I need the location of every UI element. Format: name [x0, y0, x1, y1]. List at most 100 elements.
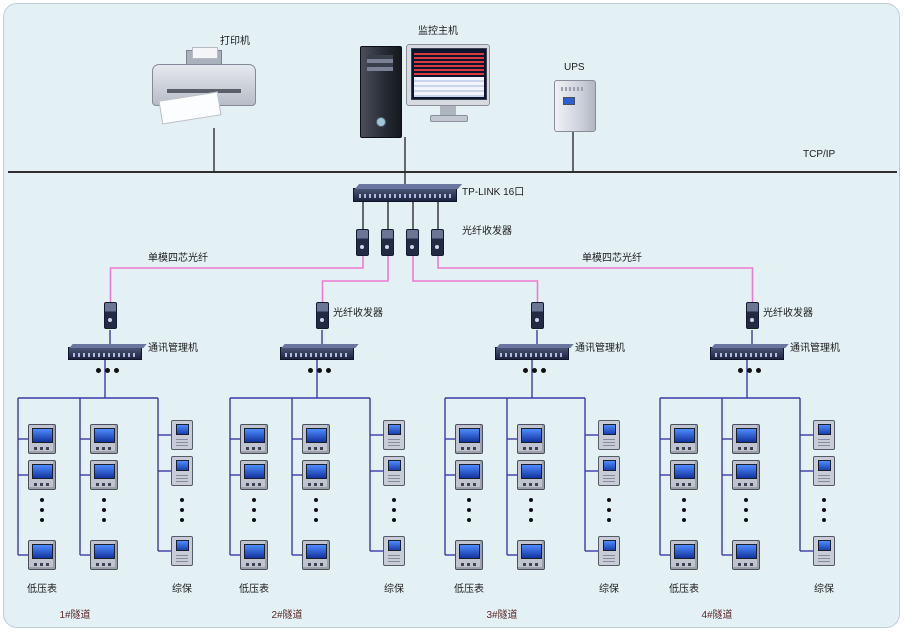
- printer-paper-tray: [186, 47, 222, 68]
- meter-icon: [90, 540, 118, 570]
- meter-icon: [517, 424, 545, 454]
- meter-column-label: 低压表: [239, 584, 269, 595]
- meter-icon: [302, 424, 330, 454]
- more-meters-ellipsis: [252, 498, 256, 522]
- comm-manager-icon: [710, 347, 784, 360]
- protection-relay-icon: [171, 420, 193, 450]
- fiber-transceiver-icon: [316, 302, 329, 329]
- meter-icon: [455, 424, 483, 454]
- meter-icon: [455, 540, 483, 570]
- tunnel-label: 4#隧道: [701, 610, 733, 621]
- more-relays-ellipsis: [607, 498, 611, 522]
- more-meters-ellipsis: [102, 498, 106, 522]
- protection-column-label: 综保: [384, 584, 404, 595]
- comm-manager-icon: [495, 347, 569, 360]
- fiber-transceiver-label: 光纤收发器: [763, 308, 813, 319]
- meter-icon: [28, 540, 56, 570]
- ups-label: UPS: [564, 62, 585, 73]
- tunnel-group-1: 通讯管理机 低压表 综保 1#隧道: [10, 300, 222, 633]
- monitor-base: [430, 115, 468, 122]
- tunnel-label: 1#隧道: [59, 610, 91, 621]
- protection-relay-icon: [383, 536, 405, 566]
- protection-relay-icon: [598, 420, 620, 450]
- more-relays-ellipsis: [180, 498, 184, 522]
- meter-icon: [240, 424, 268, 454]
- ethernet-switch-icon: [353, 188, 457, 202]
- protection-relay-icon: [171, 456, 193, 486]
- more-relays-ellipsis: [822, 498, 826, 522]
- tunnel-group-4: 光纤收发器 通讯管理机 低压表 综保 4#隧道: [652, 300, 864, 633]
- fiber-transceiver-label: 光纤收发器: [333, 308, 383, 319]
- monitor-stand: [440, 106, 456, 115]
- meter-column-label: 低压表: [454, 584, 484, 595]
- switch-label: TP-LINK 16口: [462, 187, 525, 198]
- host-tower-icon: [360, 46, 402, 138]
- more-meters-ellipsis: [467, 498, 471, 522]
- meter-column-label: 低压表: [669, 584, 699, 595]
- tunnel-group-3: 通讯管理机 低压表 综保 3#隧道: [437, 300, 649, 633]
- protection-relay-icon: [383, 420, 405, 450]
- tunnel-label: 3#隧道: [486, 610, 518, 621]
- meter-icon: [732, 424, 760, 454]
- meter-icon: [28, 460, 56, 490]
- comm-manager-label: 通讯管理机: [575, 343, 625, 354]
- more-ports-ellipsis: [738, 368, 761, 373]
- more-relays-ellipsis: [392, 498, 396, 522]
- more-meters-ellipsis: [682, 498, 686, 522]
- fiber-transceiver-icon: [381, 229, 394, 256]
- meter-column-label: 低压表: [27, 584, 57, 595]
- meter-icon: [732, 540, 760, 570]
- protection-column-label: 综保: [172, 584, 192, 595]
- comm-manager-icon: [280, 347, 354, 360]
- meter-icon: [302, 460, 330, 490]
- fiber-transceiver-icon: [531, 302, 544, 329]
- protection-column-label: 综保: [814, 584, 834, 595]
- more-meters-ellipsis: [40, 498, 44, 522]
- meter-icon: [517, 540, 545, 570]
- tunnel-label: 2#隧道: [271, 610, 303, 621]
- meter-icon: [455, 460, 483, 490]
- meter-icon: [240, 540, 268, 570]
- more-meters-ellipsis: [744, 498, 748, 522]
- fiber-cable-label-right: 单模四芯光纤: [582, 253, 642, 264]
- protection-column-label: 综保: [599, 584, 619, 595]
- meter-icon: [670, 424, 698, 454]
- meter-icon: [302, 540, 330, 570]
- protection-relay-icon: [598, 456, 620, 486]
- host-label: 监控主机: [418, 26, 458, 37]
- monitoring-software-graphs: [414, 51, 484, 75]
- network-protocol-label: TCP/IP: [803, 149, 836, 160]
- protection-relay-icon: [813, 536, 835, 566]
- protection-relay-icon: [813, 456, 835, 486]
- protection-relay-icon: [598, 536, 620, 566]
- meter-icon: [732, 460, 760, 490]
- fiber-transceiver-icon: [104, 302, 117, 329]
- printer-label: 打印机: [220, 36, 250, 47]
- fiber-transceiver-group-label: 光纤收发器: [462, 226, 512, 237]
- meter-icon: [517, 460, 545, 490]
- monitor-icon: [406, 44, 490, 130]
- fiber-transceiver-icon: [356, 229, 369, 256]
- meter-icon: [670, 460, 698, 490]
- comm-manager-icon: [68, 347, 142, 360]
- fiber-transceiver-icon: [406, 229, 419, 256]
- meter-icon: [90, 424, 118, 454]
- meter-icon: [28, 424, 56, 454]
- more-meters-ellipsis: [529, 498, 533, 522]
- more-meters-ellipsis: [314, 498, 318, 522]
- protection-relay-icon: [813, 420, 835, 450]
- tunnel-group-2: 光纤收发器 低压表 综保 2#隧道: [222, 300, 434, 633]
- comm-manager-label: 通讯管理机: [790, 343, 840, 354]
- ups-icon: [554, 80, 596, 132]
- fiber-transceiver-icon: [431, 229, 444, 256]
- fiber-transceiver-icon: [746, 302, 759, 329]
- printer-icon: [152, 47, 256, 128]
- comm-manager-label: 通讯管理机: [148, 343, 198, 354]
- monitoring-software-table: [414, 77, 484, 97]
- meter-icon: [670, 540, 698, 570]
- more-ports-ellipsis: [308, 368, 331, 373]
- more-ports-ellipsis: [523, 368, 546, 373]
- protection-relay-icon: [171, 536, 193, 566]
- protection-relay-icon: [383, 456, 405, 486]
